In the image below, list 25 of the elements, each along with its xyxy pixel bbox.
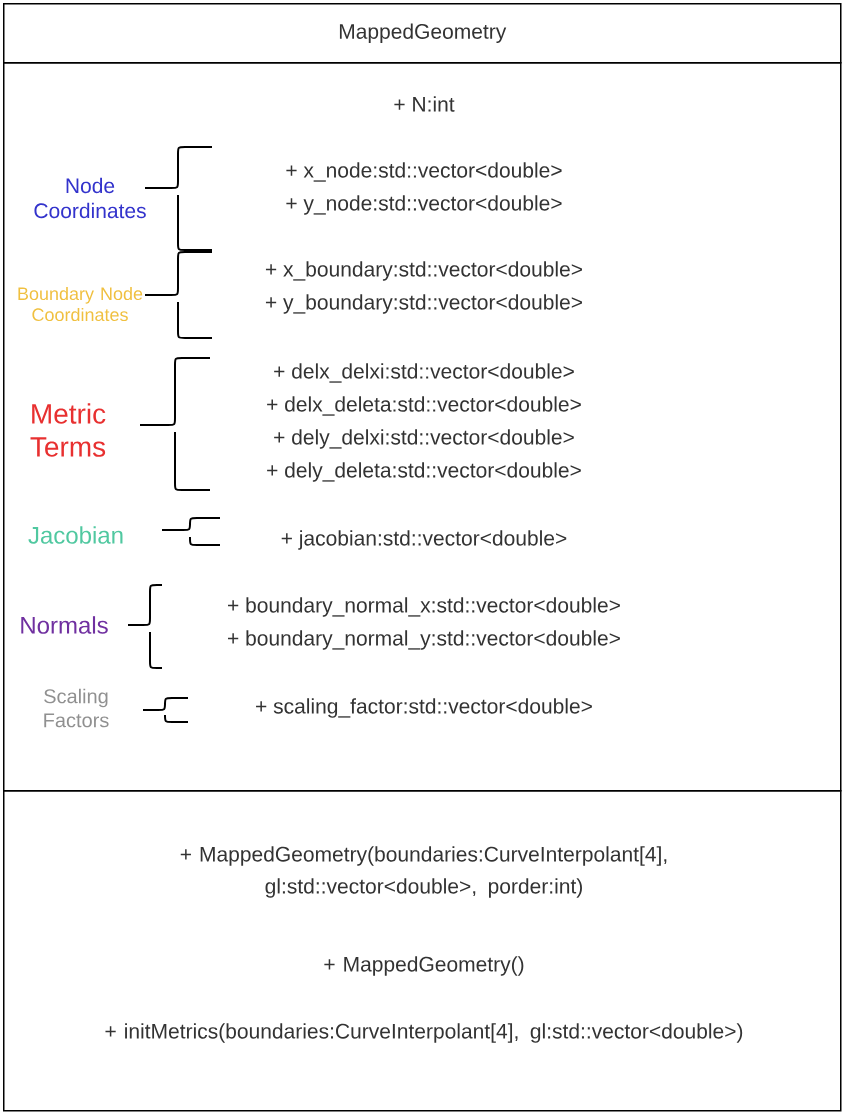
attribute-text: + scaling_factor:std::vector<double> — [256, 698, 592, 718]
attribute-text: + dely_deleta:std::vector<double> — [267, 462, 581, 482]
group-label: Scaling Factors — [44, 688, 109, 728]
attribute-text: + delx_delxi:std::vector<double> — [274, 363, 574, 383]
attribute-text: + jacobian:std::vector<double> — [281, 530, 567, 550]
attribute-text: + boundary_normal_y:std::vector<double> — [228, 630, 620, 650]
group-label: Metric Terms — [30, 403, 106, 457]
attribute-text: + boundary_normal_x:std::vector<double> — [228, 597, 620, 617]
attribute-text: + delx_deleta:std::vector<double> — [267, 396, 581, 416]
operation-text: + MappedGeometry() — [324, 956, 524, 976]
group-label: Boundary Node Coordinates — [18, 286, 143, 322]
group-label: Normals — [21, 616, 108, 634]
attribute-text: + dely_delxi:std::vector<double> — [274, 429, 574, 449]
group-label: Node Coordinates — [34, 177, 146, 219]
attribute-text: + x_node:std::vector<double> — [286, 162, 562, 182]
operation-text: + initMetrics(boundaries:CurveInterpolant[4], gl:std::vector<double>) — [105, 1023, 743, 1043]
group-label: Jacobian — [28, 526, 123, 544]
attribute-text: + y_boundary:std::vector<double> — [265, 294, 582, 314]
class-name-box: MappedGeometry — [3, 3, 842, 64]
operations-compartment — [3, 790, 842, 1112]
operation-text: + MappedGeometry(boundaries:CurveInterpolant[4], gl:std::vector<double>, porder:int) — [180, 846, 667, 898]
attribute-text: + x_boundary:std::vector<double> — [265, 261, 582, 281]
attribute-text: + N:int — [394, 96, 455, 112]
attributes-compartment — [3, 62, 842, 792]
attribute-text: + y_node:std::vector<double> — [286, 195, 562, 215]
